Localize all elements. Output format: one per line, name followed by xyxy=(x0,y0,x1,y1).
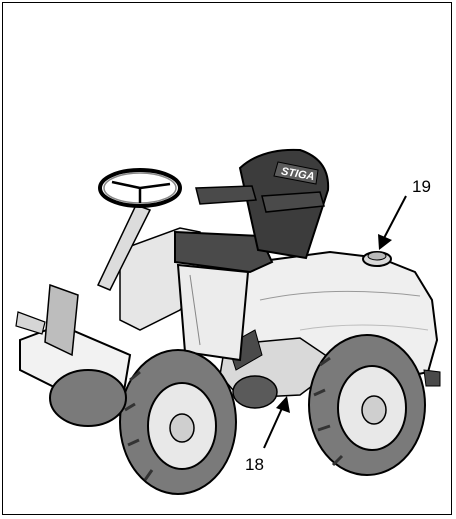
front-wheel xyxy=(119,349,237,495)
seat-logo-panel xyxy=(273,161,319,185)
rear-wheel xyxy=(308,334,426,476)
rear-left-wheel xyxy=(232,375,278,409)
front-left-wheel xyxy=(49,369,127,427)
seat-column xyxy=(176,263,250,362)
right-armrest xyxy=(261,191,325,213)
steering-wheel xyxy=(98,168,182,208)
callout-19-label: 19 xyxy=(412,177,431,196)
callout-18: 18 xyxy=(245,396,290,474)
rear-hitch xyxy=(423,369,441,387)
seat-logo-text: STIGA xyxy=(280,165,315,183)
callout-18-label: 18 xyxy=(245,455,264,474)
seat-base xyxy=(174,230,274,274)
steering-column xyxy=(96,204,152,291)
callout-19: 19 xyxy=(378,177,431,250)
left-armrest xyxy=(195,185,257,205)
